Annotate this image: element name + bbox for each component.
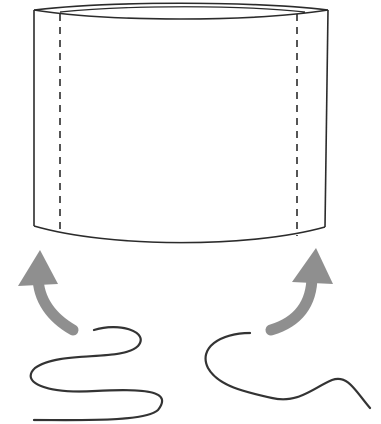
tube-right-side [325, 10, 328, 227]
tube-top-front-edge [34, 10, 328, 19]
right-arrow-icon [271, 248, 333, 330]
tube-top-inner-edge [60, 7, 305, 12]
right-drawstring [206, 333, 370, 408]
tube-bottom-edge [34, 226, 325, 243]
left-arrow-icon [18, 250, 73, 330]
left-drawstring [31, 327, 162, 420]
fabric-tube [34, 3, 328, 242]
